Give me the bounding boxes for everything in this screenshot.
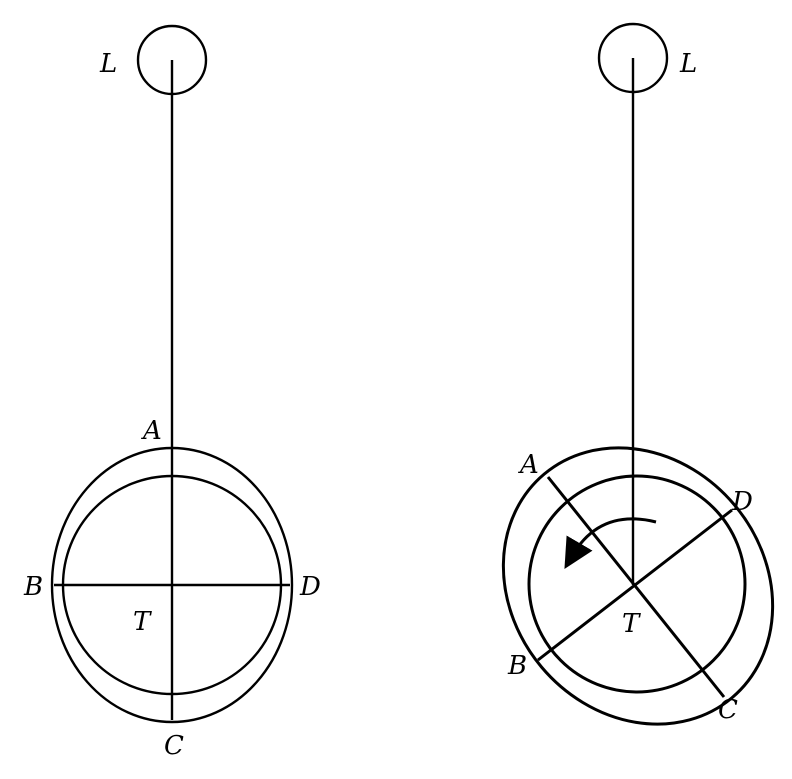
tidal-bulge-ellipse: [50, 446, 294, 724]
point-d-label: D: [731, 487, 753, 517]
diagonal-axis-bd: [537, 508, 733, 662]
point-d-label: D: [299, 572, 321, 602]
tidal-bulge-ellipse: [501, 446, 775, 726]
moon-label: L: [679, 49, 697, 79]
moon-label: L: [99, 49, 117, 79]
diagram-left: L A B D T C: [23, 24, 321, 761]
diagram-right: L A D T B C: [501, 22, 775, 726]
point-c-label: C: [718, 695, 738, 725]
center-label: T: [133, 607, 152, 637]
point-b-label: B: [23, 572, 43, 602]
center-label: T: [622, 609, 641, 639]
point-a-label: A: [518, 450, 539, 480]
point-a-label: A: [141, 416, 162, 446]
rotation-arrow-icon: [564, 517, 657, 569]
earth-circle: [527, 474, 747, 694]
diagonal-axis-ac: [546, 476, 726, 698]
point-b-label: B: [507, 651, 527, 681]
point-c-label: C: [164, 731, 184, 761]
